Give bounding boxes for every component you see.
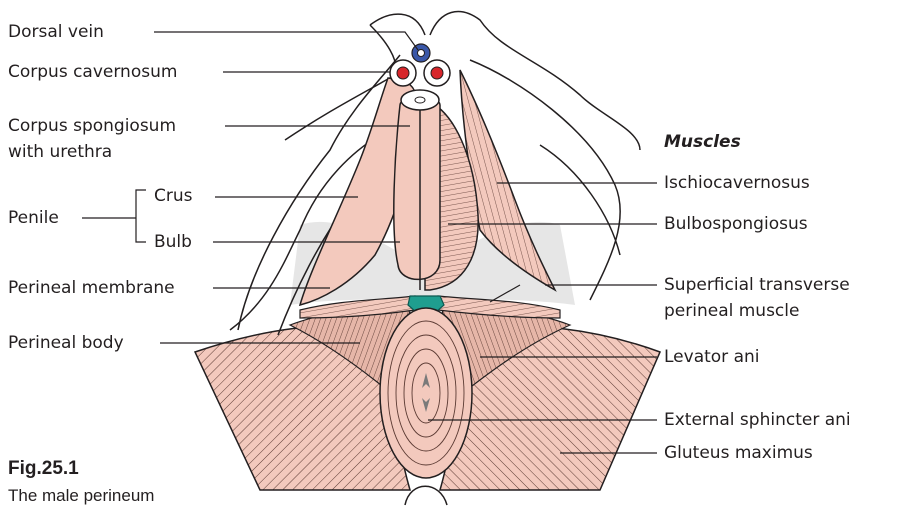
- label-bulbospongiosus: Bulbospongiosus: [664, 214, 808, 234]
- muscles-heading: Muscles: [664, 132, 741, 152]
- external-sphincter-ani: [380, 308, 472, 478]
- label-levator-ani: Levator ani: [664, 347, 759, 367]
- label-perineal-muscle: perineal muscle: [664, 301, 799, 321]
- label-with-urethra: with urethra: [8, 142, 112, 162]
- label-dorsal-vein: Dorsal vein: [8, 22, 104, 42]
- figure-caption: The male perineum: [8, 486, 154, 506]
- label-bulb: Bulb: [154, 232, 192, 252]
- label-perineal-body: Perineal body: [8, 333, 124, 353]
- figure-number: Fig.25.1: [8, 458, 79, 480]
- label-superficial-transverse: Superficial transverse: [664, 275, 850, 295]
- label-corpus-cavernosum: Corpus cavernosum: [8, 62, 177, 82]
- label-external-sphincter-ani: External sphincter ani: [664, 410, 851, 430]
- label-corpus-spongiosum: Corpus spongiosum: [8, 116, 176, 136]
- label-crus: Crus: [154, 186, 193, 206]
- label-perineal-membrane: Perineal membrane: [8, 278, 175, 298]
- label-penile: Penile: [8, 208, 59, 228]
- label-gluteus-maximus: Gluteus maximus: [664, 443, 813, 463]
- label-ischiocavernosus: Ischiocavernosus: [664, 173, 810, 193]
- corpus-spongiosum: [394, 98, 440, 280]
